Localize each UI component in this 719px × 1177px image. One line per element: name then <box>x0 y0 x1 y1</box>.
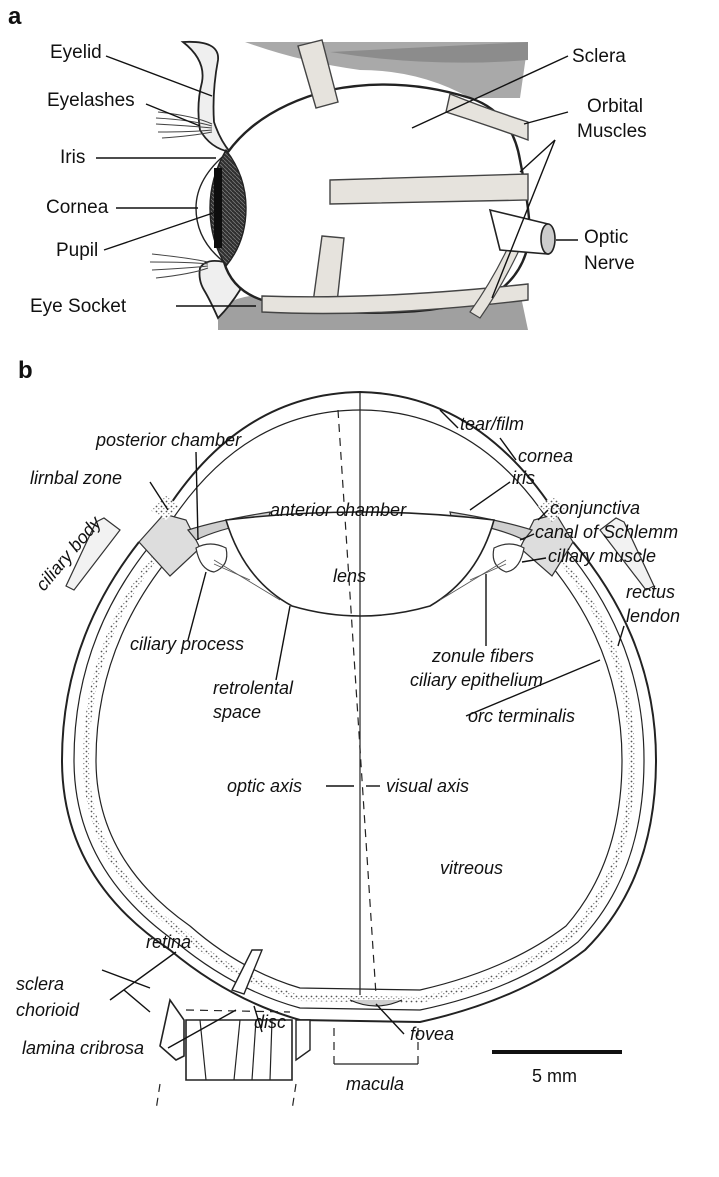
limbal-speckle-left <box>150 496 180 520</box>
label-muscles: Muscles <box>577 121 647 142</box>
label-zonule-fibers: zonule fibers <box>431 646 534 666</box>
pupil-shape <box>214 168 222 248</box>
label-lens: lens <box>333 566 366 586</box>
label-posterior-chamber: posterior chamber <box>95 430 242 450</box>
label-space: space <box>213 702 261 722</box>
label-limbal-zone: lirnbal zone <box>30 468 122 488</box>
label-iris: Iris <box>60 147 85 168</box>
label-eyelashes: Eyelashes <box>47 90 135 111</box>
panel-b-letter: b <box>18 357 33 384</box>
label-conjunctiva: conjunctiva <box>550 498 640 518</box>
disc-bracket <box>156 1084 296 1110</box>
lateral-rectus-muscle <box>330 174 528 204</box>
label-lendon: lendon <box>626 606 680 626</box>
label-retina: retina <box>146 932 191 952</box>
label-optic: Optic <box>584 227 628 248</box>
panel-b: b <box>16 357 680 1110</box>
label-optic-axis: optic axis <box>227 776 302 796</box>
optic-nerve-end <box>541 224 555 254</box>
label-eye-socket: Eye Socket <box>30 296 127 317</box>
label-cornea: Cornea <box>46 197 109 218</box>
label-ciliary-epithelium: ciliary epithelium <box>410 670 543 690</box>
macula-bracket <box>334 1028 418 1064</box>
nerve-sheath-left <box>160 1000 184 1060</box>
nerve-sheath-right <box>296 1020 310 1060</box>
label-chorioid: chorioid <box>16 1000 80 1020</box>
visual-axis-line <box>338 410 376 995</box>
panel-a: a <box>8 3 647 330</box>
label-ciliary-process: ciliary process <box>130 634 244 654</box>
label-sclera-a: Sclera <box>572 46 626 67</box>
label-orbital: Orbital <box>587 96 643 117</box>
label-iris-b: iris <box>512 468 535 488</box>
label-tear-film: tear/film <box>460 414 524 434</box>
scale-bar: 5 mm <box>492 1052 622 1086</box>
label-macula: macula <box>346 1074 404 1094</box>
label-anterior-chamber: anterior chamber <box>270 500 407 520</box>
label-pupil: Pupil <box>56 240 98 261</box>
label-nerve: Nerve <box>584 253 635 274</box>
label-retrolental: retrolental <box>213 678 294 698</box>
label-ciliary-muscle: ciliary muscle <box>548 546 656 566</box>
panel-a-letter: a <box>8 3 22 30</box>
label-canal-of-schlemm: canal of Schlemm <box>535 522 678 542</box>
label-cornea-b: cornea <box>518 446 573 466</box>
label-eyelid: Eyelid <box>50 42 102 63</box>
label-visual-axis: visual axis <box>386 776 469 796</box>
label-rectus: rectus <box>626 582 675 602</box>
label-sclera-b: sclera <box>16 974 64 994</box>
label-fovea: fovea <box>410 1024 454 1044</box>
label-vitreous: vitreous <box>440 858 503 878</box>
label-lamina-cribrosa: lamina cribrosa <box>22 1038 144 1058</box>
scale-bar-label: 5 mm <box>532 1066 577 1086</box>
fovea-dip <box>350 1000 402 1006</box>
